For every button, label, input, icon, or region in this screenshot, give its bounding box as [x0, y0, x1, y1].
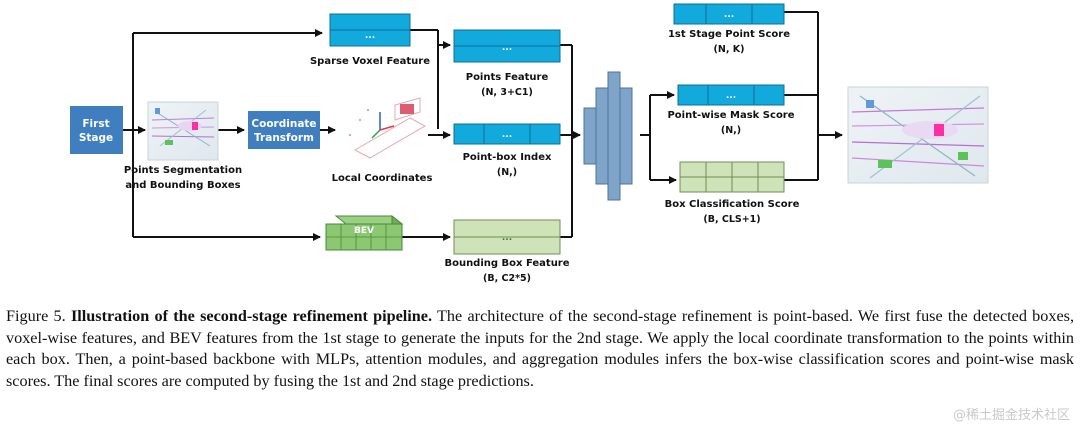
points-feature-block: ...: [453, 29, 561, 63]
caption-figure-label: Figure 5.: [6, 307, 66, 325]
first-stage-point-score-ellipsis: ...: [724, 10, 734, 20]
box-classification-score-block: [679, 161, 785, 193]
watermark: @稀土掘金技术社区: [952, 408, 1070, 423]
first-stage-box: First Stage: [70, 106, 123, 154]
bev-label: BEV: [354, 226, 374, 236]
sparse-voxel-ellipsis: ...: [365, 31, 375, 41]
point-wise-mask-score-block: ...: [677, 84, 785, 106]
points-feature-shape: (N, 3+C1): [481, 87, 533, 98]
final-scene-image: [847, 86, 989, 184]
point-box-index-shape: (N,): [497, 167, 517, 178]
coordinate-transform-box: Coordinate Transform: [248, 111, 320, 149]
point-wise-mask-score-ellipsis: ...: [726, 91, 736, 101]
figure-caption: Figure 5. Illustration of the second-sta…: [6, 306, 1074, 392]
point-box-index-ellipsis: ...: [502, 130, 512, 140]
first-stage-point-score-block: ...: [673, 3, 785, 25]
bounding-box-feature-label: Bounding Box Feature: [444, 258, 569, 269]
box-classification-score-label: Box Classification Score: [665, 199, 800, 210]
point-box-index-label: Point-box Index: [463, 152, 552, 163]
first-stage-point-score-label: 1st Stage Point Score: [668, 29, 790, 40]
pipeline-diagram: First Stage Coordinate Transform: [70, 3, 989, 284]
bev-block: BEV: [325, 214, 404, 252]
first-stage-label-line2: Stage: [79, 132, 113, 144]
local-coordinates-image: [338, 93, 428, 165]
sparse-voxel-feature-label: Sparse Voxel Feature: [310, 56, 430, 67]
box-classification-score-shape: (B, CLS+1): [703, 214, 760, 225]
bounding-box-feature-ellipsis: ...: [502, 233, 512, 243]
point-backbone-network: [583, 71, 633, 201]
coordinate-transform-label-line2: Transform: [254, 132, 314, 144]
first-stage-point-score-shape: (N, K): [714, 44, 745, 55]
points-segmentation-label-line2: and Bounding Boxes: [125, 180, 240, 191]
point-wise-mask-score-label: Point-wise Mask Score: [667, 110, 794, 121]
connectors: [123, 11, 843, 241]
caption-title: Illustration of the second-stage refinem…: [70, 307, 433, 325]
caption-body: The architecture of the second-stage ref…: [6, 307, 1074, 390]
points-segmentation-label-line1: Points Segmentation: [124, 165, 242, 176]
first-stage-label-line1: First: [82, 118, 109, 130]
points-feature-label: Points Feature: [466, 72, 549, 83]
points-feature-ellipsis: ...: [502, 43, 512, 53]
coordinate-transform-label-line1: Coordinate: [251, 118, 316, 130]
point-box-index-block: ...: [453, 123, 561, 145]
bounding-box-feature-block: ...: [453, 219, 561, 255]
local-coordinates-label: Local Coordinates: [332, 173, 433, 184]
sparse-voxel-feature-block: ...: [329, 13, 411, 47]
bounding-box-feature-shape: (B, C2*5): [483, 273, 531, 284]
point-wise-mask-score-shape: (N,): [721, 125, 741, 136]
points-segmentation-image: [147, 101, 219, 161]
